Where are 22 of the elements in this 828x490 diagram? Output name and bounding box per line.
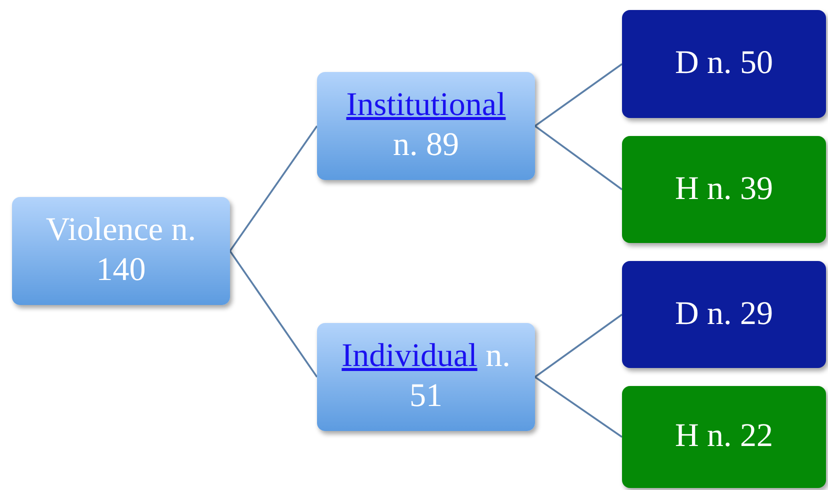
connector-line [534,376,623,438]
node-label: H n. 22 [674,417,774,456]
node-label: Violence n. 140 [44,211,198,290]
link: Institutional [346,87,506,124]
connector-line [534,314,623,378]
connector-line [229,250,318,378]
connector-line [229,125,318,252]
connector-line [534,63,623,127]
category-box [622,136,826,243]
node-label: D n. 50 [674,44,774,84]
link: Individual [342,338,478,374]
category-box [622,261,826,368]
category-box [622,10,826,118]
node-label: D n. 29 [674,294,774,334]
node-label: Individual n. 51 [340,337,512,416]
category-box [622,386,826,488]
connector-line [534,125,623,190]
node-label: H n. 39 [674,170,774,209]
group-box [317,72,535,180]
group-box [12,197,230,305]
group-box [317,323,535,431]
node-label: Institutional n. 89 [345,86,507,165]
